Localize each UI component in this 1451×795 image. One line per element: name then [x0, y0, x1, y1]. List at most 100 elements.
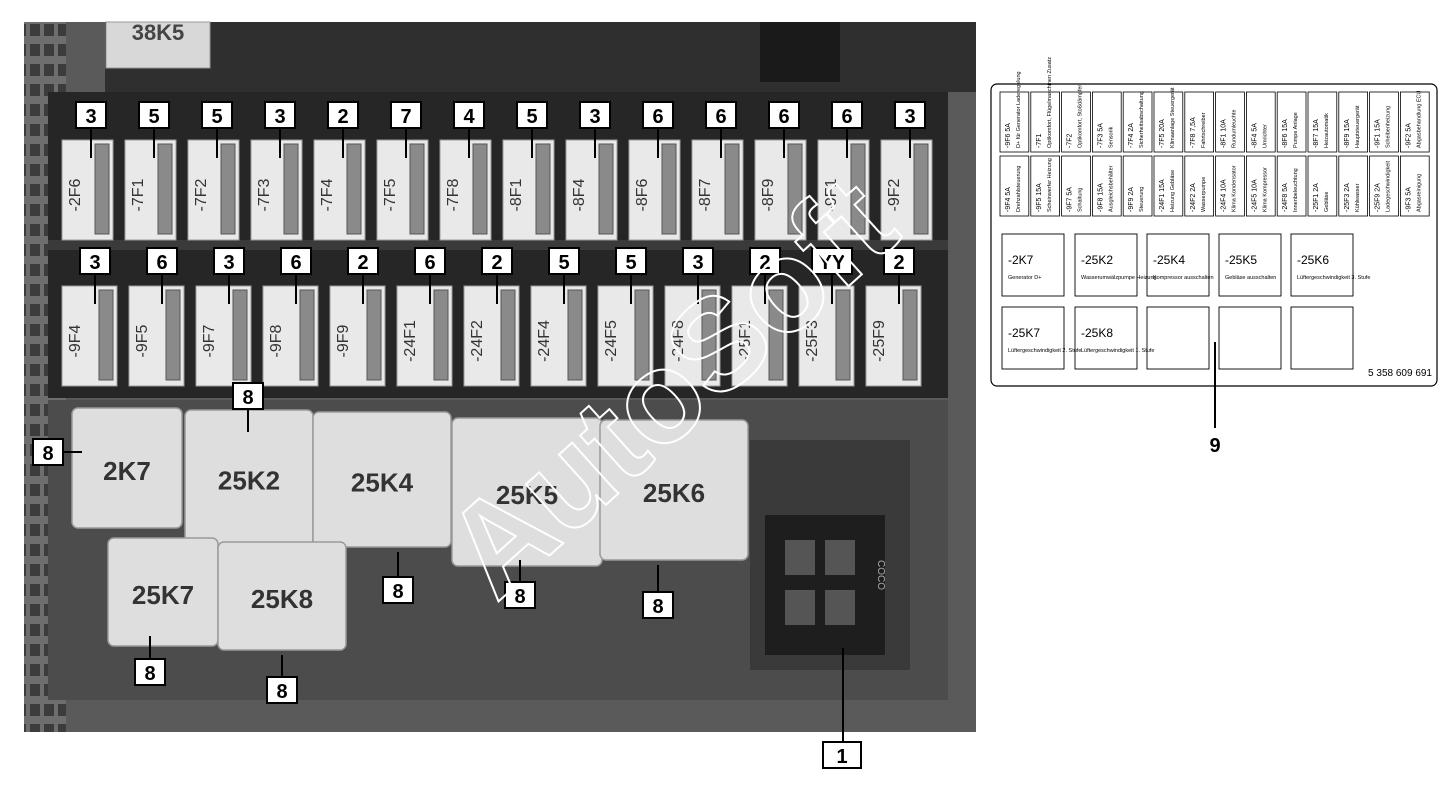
label-fuse-desc: Innenbeleuchtung [1293, 168, 1299, 212]
bottom-fuse-label: -24F4 [536, 320, 553, 362]
label-fuse-desc: Sensorik [1108, 126, 1114, 148]
bottom-fuse-label: -25F9 [871, 320, 888, 362]
bottom-fuse-label: -25F3 [804, 320, 821, 362]
relay-callout-number: 8 [276, 681, 287, 703]
relay-callout: 8 [266, 655, 298, 704]
bottom-fuse-label: -9F7 [201, 324, 218, 357]
top-fuse-label: -7F8 [445, 178, 462, 211]
relay-callout: 8 [134, 636, 166, 686]
relay-callout-number: 8 [42, 443, 53, 465]
label-fuse-desc: Sicherheitsabschaltung [1139, 91, 1145, 148]
label-fuse-desc: Heizung Gebläse [1170, 170, 1176, 212]
label-fuse-id: -24F8 5A [1282, 183, 1289, 212]
relay-callout: 8 [642, 565, 674, 619]
bottom-fuse-label: -25F1 [737, 320, 754, 362]
label-relay-desc: Generator D+ [1008, 275, 1041, 281]
relay-label: 25K8 [251, 584, 313, 614]
label-fuse-desc: Rundumleuchte [1232, 109, 1238, 148]
label-fuse-desc: Abgasreinigung [1416, 174, 1422, 212]
label-fuse-desc: Fahrtschreiber [1201, 112, 1207, 148]
top-fuse-callout-number: 3 [904, 106, 915, 128]
top-fuse-label: -8F6 [634, 178, 651, 211]
label-fuse-id: -25F1 2A [1313, 183, 1320, 212]
label-fuse-desc: Scheinwerfer Heizung [1047, 158, 1053, 212]
label-relay-desc: Gebläse ausschalten [1225, 275, 1276, 281]
top-fuse-callout: 3 [75, 101, 107, 158]
top-fuse-callout-number: 6 [652, 106, 663, 128]
bottom-fuse: -24F5 [597, 285, 654, 387]
top-fuse-label: -7F1 [130, 178, 147, 211]
bottom-fuse-callout-number: 3 [223, 252, 234, 274]
relay-25k6: 25K6 [599, 419, 749, 561]
bottom-fuse: -9F4 [61, 285, 118, 387]
top-fuse-callout: 4 [453, 101, 485, 158]
bottom-fuse: -9F7 [195, 285, 252, 387]
top-fuse-callout: 5 [138, 101, 170, 158]
bottom-fuse-callout: 2 [883, 247, 915, 304]
label-fuse-desc: Drehzahlsteuerung [1016, 166, 1022, 212]
bottom-fuse-label: -24F5 [603, 320, 620, 362]
label-fuse-desc: Wasserpumpe [1201, 177, 1207, 212]
bottom-fuse-callout: 2 [749, 247, 781, 304]
relay-callout-number: 8 [242, 387, 253, 409]
bottom-fuse-callout: 5 [548, 247, 580, 304]
relay-38k5-label: 38K5 [132, 20, 185, 45]
label-fuse-desc: Pumpe Anlage [1293, 112, 1299, 148]
bottom-fuse-label: -24F8 [670, 320, 687, 362]
relay-callout: 8 [504, 560, 536, 609]
top-fuse: -8F1 [502, 139, 555, 241]
label-fuse-id: -8F9 15A [1344, 119, 1351, 148]
label-relay-id: -25K7 [1008, 326, 1040, 340]
top-fuse: -9F2 [880, 139, 933, 241]
top-fuse-callout: 6 [705, 101, 737, 158]
top-connector [760, 22, 840, 82]
bottom-fuse: -24F2 [463, 285, 520, 387]
top-fuse: -7F3 [250, 139, 303, 241]
label-fuse-desc: Steuerung [1139, 187, 1145, 212]
label-fuse-id: -7F3 5A [1097, 123, 1104, 148]
connector-pin [825, 540, 855, 575]
label-fuse-desc: Schaltung [1078, 188, 1084, 212]
label-fuse-desc: Klimaanlage Steuergerät [1170, 87, 1176, 148]
top-fuse-callout-number: 3 [589, 106, 600, 128]
top-fuse-callout: 7 [390, 101, 422, 158]
relay-label: 25K4 [351, 468, 414, 498]
connector-brand: COCO [875, 560, 886, 590]
top-fuse-callout: 3 [264, 101, 296, 158]
bottom-fuse: -25F9 [865, 285, 922, 387]
bottom-fuse-label: -9F9 [335, 324, 352, 357]
bottom-fuse-callout: 3 [213, 247, 245, 304]
label-card-callout: 9 [1209, 342, 1221, 457]
label-fuse-desc: Ausgleichsbehälter [1108, 165, 1114, 212]
top-fuse-label: -2F6 [67, 178, 84, 211]
relay-label: 25K5 [496, 480, 558, 510]
label-relay-cell [1290, 306, 1354, 370]
bottom-fuse-callout: 2 [347, 247, 379, 304]
top-fuse-callout: 5 [201, 101, 233, 158]
top-fuse-callout-number: 5 [526, 106, 537, 128]
top-fuse-label: -7F4 [319, 178, 336, 211]
relay-label: 25K2 [218, 466, 280, 496]
label-fuse-id: -24F4 10A [1221, 179, 1228, 212]
bottom-fuse: -24F4 [530, 285, 587, 387]
top-fuse: -9F1 [817, 139, 870, 241]
bottom-fuse-callout-number: 2 [893, 252, 904, 274]
top-fuse-callout: 6 [768, 101, 800, 158]
bottom-fuse-label: -9F4 [67, 324, 84, 357]
top-fuse-label: -7F3 [256, 178, 273, 211]
bottom-fuse-callout-number: 2 [491, 252, 502, 274]
top-fuse-callout-number: 5 [211, 106, 222, 128]
